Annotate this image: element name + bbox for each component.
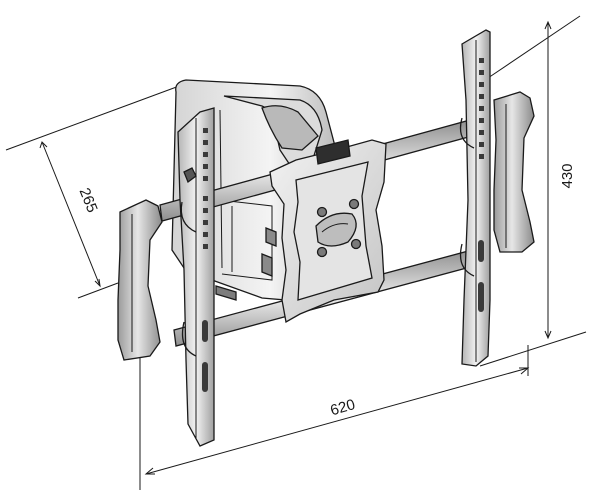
vesa-hole-icon [348,198,360,210]
left-rail-holes [202,128,208,392]
height-dimension-label: 430 [559,163,576,188]
depth-arrow-bottom [94,278,101,288]
right-grip-pad [493,91,535,253]
height-extension-bottom [479,331,587,367]
width-dimension-label: 620 [328,396,357,419]
depth-arrow-top [39,141,48,149]
depth-extension-bottom [77,282,119,299]
vesa-hole-icon [316,246,328,258]
depth-extension-top [5,81,191,151]
height-extension-top [487,15,581,79]
width-arrow-left [144,467,155,475]
height-arrow-bottom [544,330,552,340]
dimension-labels: 265 430 620 [76,163,576,419]
width-dimension-line [145,367,529,475]
depth-dimension-label: 265 [76,186,101,216]
width-arrow-right [519,367,530,375]
left-rail [177,107,215,447]
height-arrow-top [544,20,552,30]
right-rail-holes [478,58,484,312]
swivel-plate [269,139,387,324]
dimension-lines [5,15,587,490]
vesa-hole-icon [316,206,328,218]
left-grip-pad [117,199,163,361]
right-rail [459,29,491,367]
vesa-hole-icon [350,238,362,250]
depth-dimension-line [41,141,101,287]
